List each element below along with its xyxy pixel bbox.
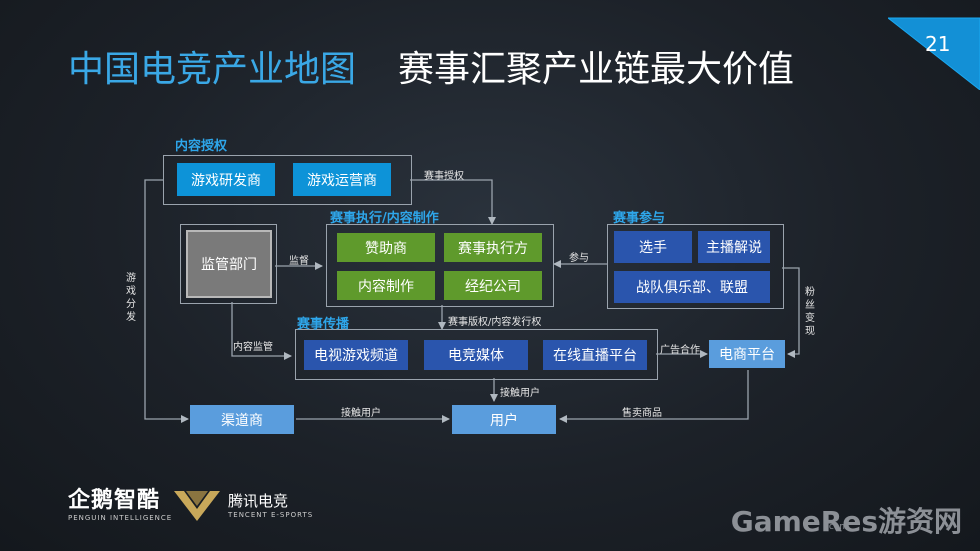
gameres-watermark: GameRes游资网 bbox=[731, 500, 962, 540]
penguin-logo-text: 企鹅智酷 bbox=[68, 488, 161, 513]
edge-label-reach-user-channel: 接触用户 bbox=[341, 408, 381, 419]
execution-frame bbox=[326, 224, 554, 307]
node-developer: 游戏研发商 bbox=[177, 163, 275, 196]
section-execution: 赛事执行/内容制作 bbox=[330, 211, 439, 226]
edge-label-sell-goods: 售卖商品 bbox=[622, 408, 662, 419]
participation-frame bbox=[607, 224, 784, 309]
broadcast-frame bbox=[295, 329, 658, 380]
edge-label-fan-monetize: 粉丝变现 bbox=[805, 287, 815, 337]
node-user: 用户 bbox=[452, 405, 556, 434]
section-participation: 赛事参与 bbox=[613, 211, 666, 226]
tencent-esports-v-icon bbox=[174, 491, 220, 521]
page-number: 21 bbox=[925, 32, 951, 56]
penguin-logo-subtext: PENGUIN INTELLIGENCE bbox=[68, 514, 173, 522]
node-agency: 经纪公司 bbox=[444, 271, 542, 300]
edge-label-participate: 参与 bbox=[569, 253, 589, 264]
node-esports-media: 电竞媒体 bbox=[424, 340, 528, 370]
section-broadcast: 赛事传播 bbox=[297, 317, 350, 332]
section-content-license: 内容授权 bbox=[175, 139, 228, 154]
corner-badge bbox=[888, 17, 980, 90]
watermark-domain: .com bbox=[826, 522, 849, 532]
edge-label-copyright: 赛事版权/内容发行权 bbox=[448, 317, 542, 328]
page-title: 中国电竞产业地图 bbox=[68, 49, 357, 90]
node-tv-channel: 电视游戏频道 bbox=[304, 340, 408, 370]
watermark-text: GameRes游资网 bbox=[730, 505, 962, 538]
regulator-frame bbox=[180, 224, 277, 304]
edge-label-reach-user-down: 接触用户 bbox=[500, 388, 540, 399]
tencent-logo-text: 腾讯电竞 bbox=[228, 492, 289, 510]
edge-label-event-license: 赛事授权 bbox=[424, 171, 464, 182]
tencent-esports-logo: 腾讯电竞 TENCENT E-SPORTS bbox=[228, 490, 313, 519]
node-regulator: 监管部门 bbox=[186, 230, 272, 298]
node-ecommerce: 电商平台 bbox=[709, 340, 785, 368]
content-license-frame bbox=[163, 155, 412, 205]
node-live-platform: 在线直播平台 bbox=[543, 340, 647, 370]
tencent-logo-subtext: TENCENT E-SPORTS bbox=[228, 511, 314, 519]
edge-label-content-supervise: 内容监管 bbox=[233, 342, 273, 353]
penguin-intelligence-logo: 企鹅智酷 PENGUIN INTELLIGENCE bbox=[68, 482, 172, 522]
node-sponsor: 赞助商 bbox=[337, 233, 435, 262]
node-player: 选手 bbox=[614, 231, 692, 263]
node-channel: 渠道商 bbox=[190, 405, 294, 434]
node-operator: 游戏运营商 bbox=[293, 163, 391, 196]
edge-label-ad-coop: 广告合作 bbox=[660, 345, 700, 356]
edge-label-supervise: 监督 bbox=[289, 256, 309, 267]
edge-label-game-distribution: 游戏分发 bbox=[126, 273, 136, 323]
node-club: 战队俱乐部、联盟 bbox=[614, 271, 770, 303]
node-executor: 赛事执行方 bbox=[444, 233, 542, 262]
node-content-production: 内容制作 bbox=[337, 271, 435, 300]
page-subtitle: 赛事汇聚产业链最大价值 bbox=[398, 49, 795, 90]
node-caster: 主播解说 bbox=[698, 231, 770, 263]
